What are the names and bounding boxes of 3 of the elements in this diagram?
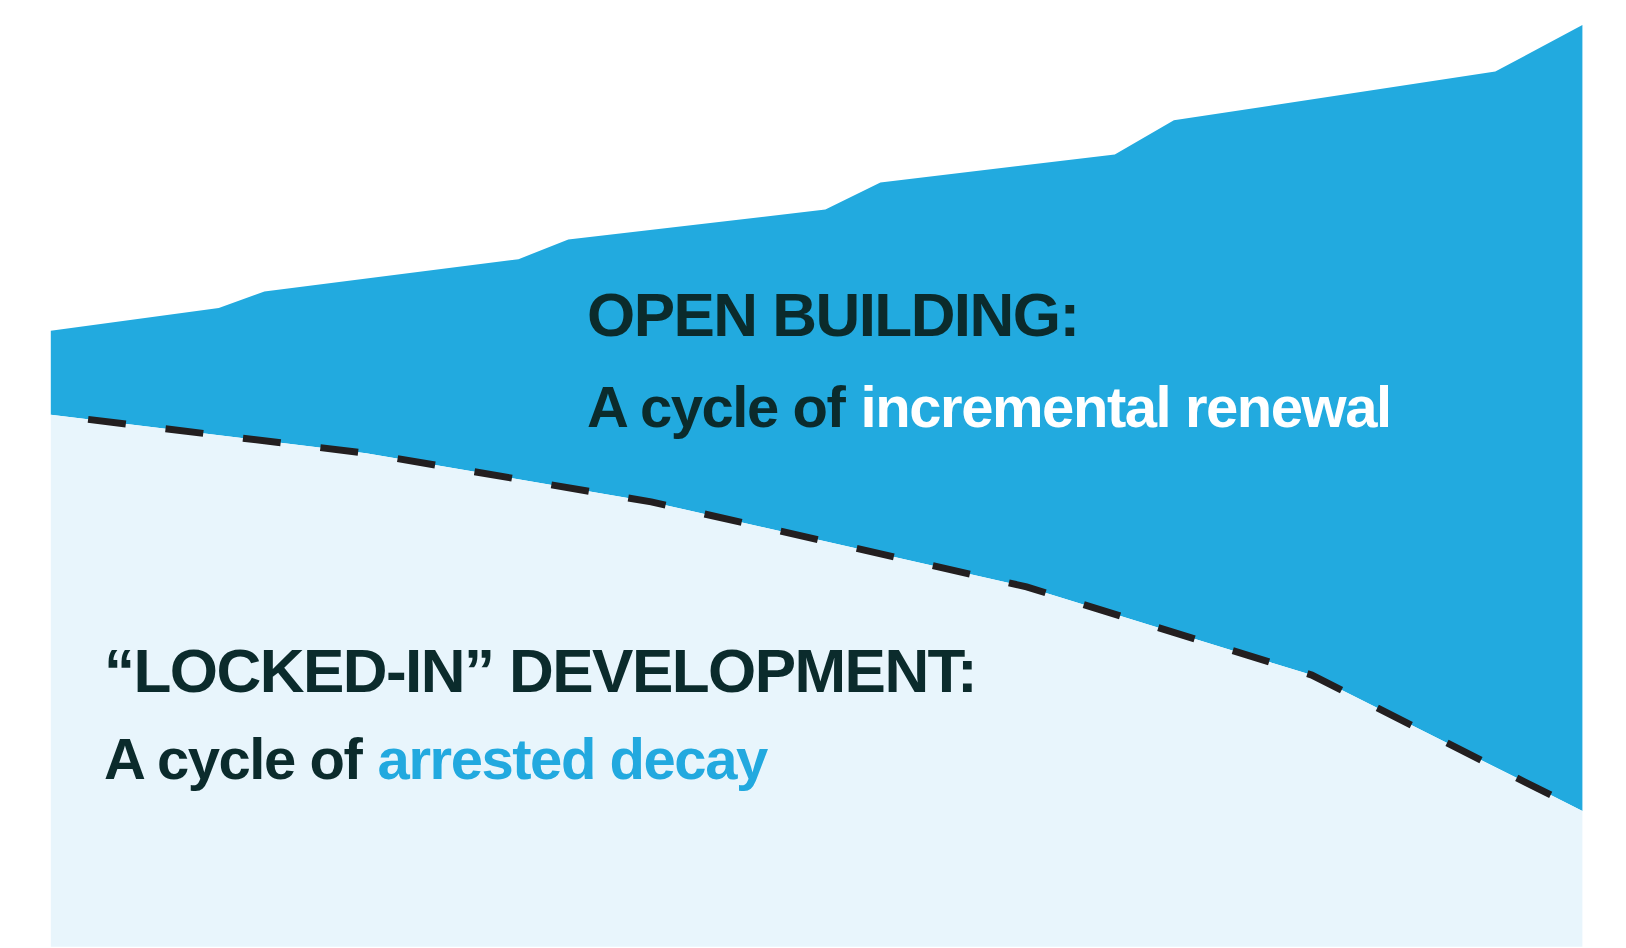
heading: “LOCKED-IN” DEVELOPMENT: <box>104 636 977 705</box>
highlighted-text: incremental renewal <box>860 378 1391 436</box>
heading: OPEN BUILDING: <box>587 280 1079 349</box>
